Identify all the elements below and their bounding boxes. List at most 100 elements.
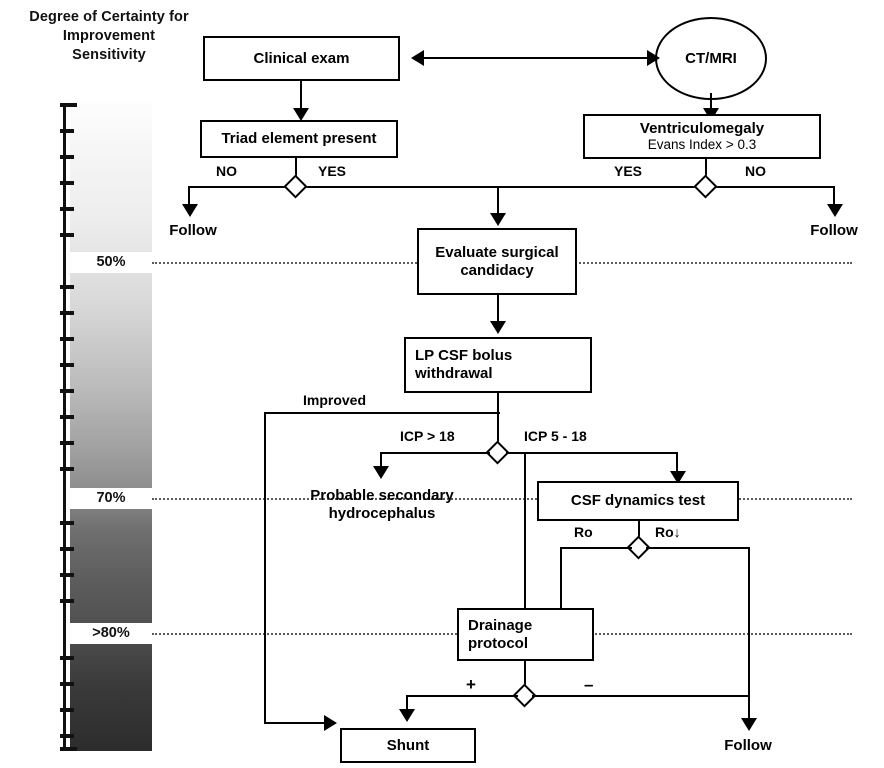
scale-tick	[60, 708, 74, 712]
label-ro-normal: Ro	[574, 524, 593, 540]
decision-ventriculomegaly[interactable]	[693, 174, 718, 199]
node-triad-element[interactable]: Triad element present	[200, 120, 398, 158]
scale-tick	[60, 285, 74, 289]
edge-ro-low-down	[748, 547, 750, 722]
arrowhead-shunt-top	[399, 709, 415, 722]
scale-tick	[60, 547, 74, 551]
label-improved: Improved	[303, 392, 367, 408]
scale-tick	[60, 656, 74, 660]
edge-icp-mid	[506, 452, 678, 454]
node-ventriculomegaly[interactable]: Ventriculomegaly Evans Index > 0.3	[583, 114, 821, 159]
arrowhead-follow-right	[827, 204, 843, 217]
node-drainage-protocol[interactable]: Drainage protocol	[457, 608, 594, 661]
node-evaluate-surgical-candidacy[interactable]: Evaluate surgical candidacy	[417, 228, 577, 295]
scale-tick	[60, 155, 74, 159]
edge-to-evaluate	[497, 186, 499, 217]
scale-tick	[60, 207, 74, 211]
node-evaluate-line2: candidacy	[460, 261, 534, 279]
node-csf-dynamics-test[interactable]: CSF dynamics test	[537, 481, 739, 521]
arrowhead-follow-left	[182, 204, 198, 217]
scale-tick	[60, 389, 74, 393]
scale-tick	[60, 415, 74, 419]
edge-clinical-ctmri	[424, 57, 648, 59]
scale-tick	[60, 573, 74, 577]
legend-title-line2: Improvement	[62, 27, 156, 44]
axis-cap-bottom	[60, 747, 77, 751]
scale-tick	[60, 129, 74, 133]
label-triad-no: NO	[216, 163, 237, 179]
arrowhead-left-clinical	[411, 50, 424, 66]
node-lp-line2: withdrawal	[415, 365, 493, 382]
certainty-gradient-bar	[70, 103, 152, 751]
scale-tick	[60, 233, 74, 237]
edge-vent-no	[715, 186, 835, 188]
scale-tick	[60, 599, 74, 603]
node-clinical-exam-label: Clinical exam	[253, 49, 350, 67]
node-triad-label: Triad element present	[221, 130, 377, 148]
arrowhead-triad	[293, 108, 309, 121]
node-follow-right: Follow	[810, 222, 858, 239]
edge-triad-to-diamond	[295, 158, 297, 180]
edge-triad-no	[188, 186, 294, 188]
edge-ctmri-to-vent	[710, 93, 712, 112]
node-probable-secondary-hydrocephalus: Probable secondary hydrocephalus	[280, 487, 484, 523]
edge-clinical-to-triad	[300, 81, 302, 110]
node-probable-line1: Probable secondary	[310, 487, 454, 504]
edge-triad-yes	[305, 186, 699, 188]
scale-tick	[60, 467, 74, 471]
edge-to-probable	[380, 452, 382, 470]
node-ventriculomegaly-sub: Evans Index > 0.3	[647, 137, 757, 153]
label-vent-no: NO	[745, 163, 766, 179]
arrowhead-right-ctmri	[647, 50, 660, 66]
label-icp-high: ICP > 18	[400, 428, 455, 444]
scale-tick	[60, 311, 74, 315]
legend-title: Degree of Certainty for Improvement Sens…	[4, 8, 214, 65]
scale-tick	[60, 363, 74, 367]
node-ct-mri-label: CT/MRI	[685, 50, 737, 67]
scale-label-80: >80%	[70, 623, 152, 644]
edge-icp-high	[380, 452, 490, 454]
node-ventriculomegaly-title: Ventriculomegaly	[639, 119, 765, 137]
node-shunt-label: Shunt	[386, 736, 430, 754]
arrowhead-csf-dynamics	[670, 471, 686, 484]
scale-tick	[60, 337, 74, 341]
legend-title-line1: Degree of Certainty for	[29, 9, 189, 25]
node-drainage-line1: Drainage	[468, 616, 533, 634]
edge-improved-vertical	[264, 412, 266, 724]
arrowhead-lp	[490, 321, 506, 334]
edge-to-follow-right	[833, 186, 835, 209]
edge-drainage-to-diamond	[524, 661, 526, 691]
edge-icp-to-drainage	[524, 452, 526, 610]
label-ro-low: Ro↓	[655, 524, 681, 540]
scale-tick	[60, 521, 74, 525]
scale-tick	[60, 441, 74, 445]
label-drain-negative: –	[584, 675, 594, 694]
scale-tick	[60, 181, 74, 185]
label-drain-positive: +	[466, 675, 476, 694]
node-follow-left: Follow	[169, 222, 217, 239]
label-vent-yes: YES	[614, 163, 643, 179]
edge-drain-positive	[406, 695, 518, 697]
edge-csf-to-ro-diamond	[638, 521, 640, 543]
arrowhead-shunt-left	[324, 715, 337, 731]
edge-improved-horizontal	[264, 412, 500, 414]
node-lp-csf-bolus-withdrawal[interactable]: LP CSF bolus withdrawal	[404, 337, 592, 393]
node-drainage-line2: protocol	[468, 634, 528, 652]
edge-ro-low	[646, 547, 750, 549]
node-ct-mri[interactable]: CT/MRI	[655, 17, 767, 100]
node-shunt[interactable]: Shunt	[340, 728, 476, 763]
decision-triad[interactable]	[283, 174, 308, 199]
node-probable-line2: hydrocephalus	[328, 505, 436, 522]
label-triad-yes: YES	[318, 163, 347, 179]
edge-negative-to-follow	[748, 695, 750, 722]
edge-ro-normal	[560, 547, 632, 549]
edge-evaluate-to-lp	[497, 295, 499, 324]
scale-label-70: 70%	[70, 488, 152, 509]
node-clinical-exam[interactable]: Clinical exam	[203, 36, 400, 81]
edge-improved-to-shunt	[264, 722, 326, 724]
arrowhead-probable	[373, 466, 389, 479]
arrowhead-evaluate	[490, 213, 506, 226]
scale-label-50: 50%	[70, 252, 152, 273]
edge-ro-normal-down	[560, 547, 562, 610]
